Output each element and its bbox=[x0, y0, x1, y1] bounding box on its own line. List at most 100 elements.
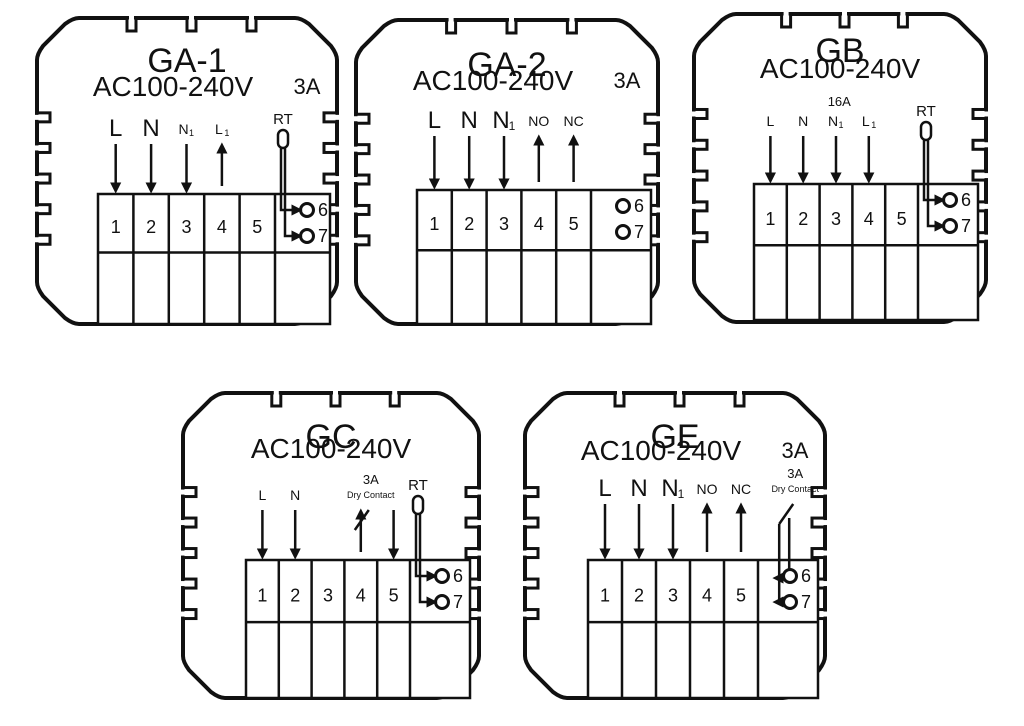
terminal-label: N bbox=[661, 475, 678, 502]
terminal-number: 1 bbox=[765, 209, 775, 229]
screw-terminal-icon bbox=[434, 568, 450, 584]
sensor-label: RT bbox=[916, 103, 936, 120]
probe-wire bbox=[418, 514, 438, 608]
current-rating: 3A bbox=[614, 68, 641, 93]
terminal-number: 2 bbox=[146, 217, 156, 237]
voltage-rating: AC100-240V bbox=[581, 435, 742, 466]
terminal-number: 3 bbox=[831, 209, 841, 229]
voltage-rating: AC100-240V bbox=[93, 71, 254, 102]
screw-terminal-icon bbox=[434, 594, 450, 610]
terminal-number: 3 bbox=[181, 217, 191, 237]
terminal-label: N bbox=[492, 107, 509, 134]
terminal-label: N bbox=[798, 113, 808, 129]
terminal-block: 1 2 3 4 5 bbox=[415, 188, 653, 326]
model-name: GE bbox=[650, 418, 699, 456]
screw-terminal-icon bbox=[942, 218, 958, 234]
terminal-block-frame bbox=[752, 182, 980, 322]
probe-wire bbox=[922, 140, 946, 206]
sensor-terminal-number: 6 bbox=[801, 566, 811, 586]
terminal-label-subscript: 1 bbox=[224, 128, 229, 138]
screw-terminal-icon bbox=[782, 594, 798, 610]
sensor-terminal-number: 7 bbox=[801, 592, 811, 612]
terminal-number: 3 bbox=[323, 585, 333, 605]
terminal-label: N bbox=[461, 107, 478, 134]
terminal-label: NC bbox=[731, 481, 751, 497]
switch-contact-icon bbox=[778, 503, 795, 525]
terminal-label: N bbox=[178, 121, 188, 137]
terminal-number: 3 bbox=[668, 585, 678, 605]
probe-wire bbox=[283, 148, 303, 242]
terminal-number: 1 bbox=[600, 585, 610, 605]
terminal-label: L bbox=[259, 487, 267, 503]
sensor-terminal-number: 6 bbox=[453, 566, 463, 586]
terminal-number: 4 bbox=[356, 585, 366, 605]
terminal-label: NC bbox=[563, 113, 583, 129]
screw-terminal-icon bbox=[615, 224, 631, 240]
terminal-label: L bbox=[767, 113, 775, 129]
voltage-rating: AC100-240V bbox=[251, 433, 412, 464]
screw-terminal-icon bbox=[299, 228, 315, 244]
terminal-block-frame bbox=[244, 558, 472, 700]
dry-contact-label: Dry Contact bbox=[347, 490, 395, 500]
sensor-terminal-number: 6 bbox=[961, 190, 971, 210]
screw-terminal-icon bbox=[942, 192, 958, 208]
terminal-label: N bbox=[630, 475, 647, 502]
contact-wire bbox=[772, 524, 784, 608]
terminal-label-subscript: 1 bbox=[189, 128, 194, 138]
terminal-number: 5 bbox=[252, 217, 262, 237]
temperature-probe-icon bbox=[276, 128, 290, 150]
sensor-terminal-number: 7 bbox=[318, 226, 328, 246]
temperature-probe-icon bbox=[919, 120, 933, 142]
model-name: GA-1 bbox=[147, 42, 226, 80]
terminal-number: 1 bbox=[429, 214, 439, 234]
voltage-rating: AC100-240V bbox=[760, 53, 921, 84]
probe-wire bbox=[926, 140, 946, 232]
terminal-number: 2 bbox=[634, 585, 644, 605]
dry-contact: 3A Dry Contact bbox=[347, 472, 395, 531]
terminal-label-subscript: 1 bbox=[678, 487, 685, 501]
terminal-label: NO bbox=[697, 481, 718, 497]
sensor-terminal-number: 6 bbox=[634, 196, 644, 216]
terminal-label-subscript: 1 bbox=[838, 120, 843, 130]
terminal-number: 4 bbox=[534, 214, 544, 234]
current-rating: 3A bbox=[782, 438, 809, 463]
terminal-label: L bbox=[598, 475, 611, 502]
current-rating: 3A bbox=[294, 74, 321, 99]
terminal-number: 4 bbox=[217, 217, 227, 237]
screw-terminal-icon bbox=[615, 198, 631, 214]
terminal-number: 1 bbox=[257, 585, 267, 605]
terminal-number: 3 bbox=[499, 214, 509, 234]
terminal-number: 5 bbox=[569, 214, 579, 234]
terminal-block-frame bbox=[96, 192, 332, 326]
probe-wire bbox=[279, 148, 303, 216]
terminal-number: 4 bbox=[864, 209, 874, 229]
terminal-number: 5 bbox=[389, 585, 399, 605]
terminal-label: L bbox=[862, 113, 870, 129]
terminal-number: 5 bbox=[897, 209, 907, 229]
terminal-label: NO bbox=[528, 113, 549, 129]
dry-contact-label: Dry Contact bbox=[771, 484, 819, 494]
terminal-label: L bbox=[109, 115, 122, 142]
screw-terminal-icon bbox=[782, 568, 798, 584]
terminal-label: N bbox=[828, 113, 838, 129]
sensor-terminal-number: 7 bbox=[634, 222, 644, 242]
dry-contact-rating: 3A bbox=[787, 466, 803, 481]
terminal-number: 2 bbox=[464, 214, 474, 234]
terminal-label: N bbox=[142, 115, 159, 142]
dry-contact-rating: 3A bbox=[363, 472, 379, 487]
terminal-label: L bbox=[428, 107, 441, 134]
terminal-label: N bbox=[290, 487, 300, 503]
probe-wire bbox=[414, 514, 438, 582]
terminal-number: 2 bbox=[290, 585, 300, 605]
sensor-terminal-number: 6 bbox=[318, 200, 328, 220]
